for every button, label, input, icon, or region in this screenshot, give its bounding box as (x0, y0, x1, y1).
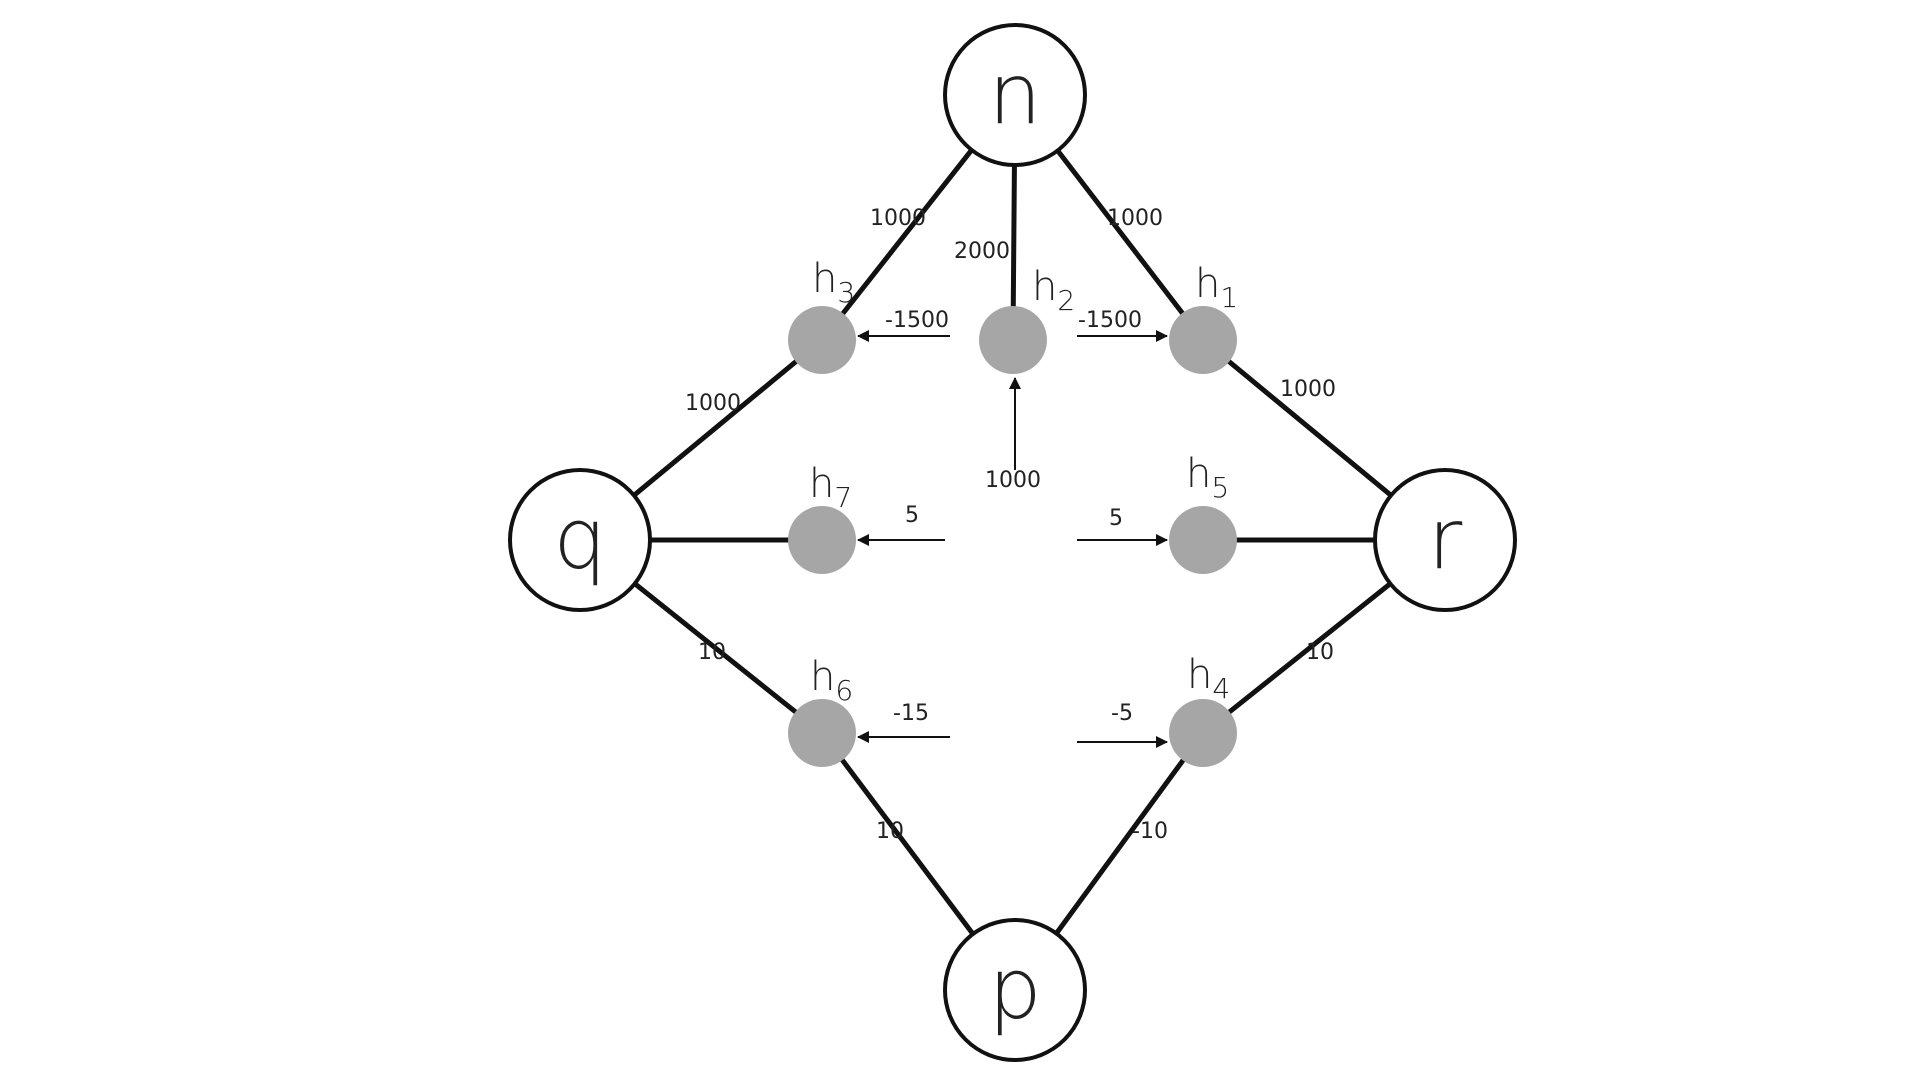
edge-weight-h4-p: -10 (1132, 819, 1168, 844)
edge-h1-r (1225, 357, 1397, 501)
hidden-node-label-h6: h6 (810, 654, 853, 707)
hidden-node-label-sub: 1 (1220, 281, 1238, 314)
hidden-node-h2 (979, 306, 1047, 374)
bias-value-h6: -15 (893, 701, 929, 726)
hidden-node-h7 (788, 506, 856, 574)
edge-h6-p (838, 756, 978, 940)
hidden-node-label-sub: 5 (1211, 471, 1229, 504)
hidden-node-label-h1: h1 (1195, 261, 1238, 314)
node-label-r: r (1428, 490, 1463, 588)
hidden-node-label-sub: 2 (1057, 284, 1075, 317)
edge-weight-n-h1: 1000 (1107, 206, 1163, 231)
hidden-node-label-sub: 6 (835, 674, 853, 707)
hidden-node-label-sub: 7 (834, 481, 852, 514)
node-q (508, 468, 652, 612)
hidden-node-label-base: h (1032, 264, 1057, 310)
edge-n-h1 (1052, 144, 1187, 318)
edge-weight-n-h2: 2000 (954, 239, 1010, 264)
bias-value-h4: -5 (1111, 701, 1133, 726)
hidden-node-label-h2: h2 (1032, 264, 1075, 317)
hidden-node-h4 (1169, 699, 1237, 767)
bias-layer (857, 330, 1168, 748)
bias-value-h3: -1500 (885, 308, 949, 333)
node-label-q: q (553, 490, 606, 588)
bias-value-h5: 5 (1109, 506, 1123, 531)
hidden-node-label-h7: h7 (809, 461, 852, 514)
edge-weight-n-h3: 1000 (870, 206, 926, 231)
edge-weight-h3-q: 1000 (685, 391, 741, 416)
hidden-node-label-base: h (809, 461, 834, 507)
edge-r-h4 (1225, 578, 1396, 716)
edge-weight-q-h6: 10 (698, 640, 726, 665)
hidden-node-label-h3: h3 (812, 256, 855, 309)
hidden-node-label-base: h (812, 256, 837, 302)
edge-q-h6 (629, 578, 800, 716)
edge-weight-r-h4: 10 (1306, 640, 1334, 665)
edge-weight-h6-p: 10 (876, 819, 904, 844)
hidden-node-h3 (788, 306, 856, 374)
hidden-node-label-base: h (1186, 451, 1211, 497)
edge-h4-p (1051, 756, 1187, 940)
nodes-layer (508, 23, 1517, 1062)
bias-value-h2: 1000 (985, 468, 1041, 493)
hidden-node-label-sub: 3 (837, 276, 855, 309)
bias-value-h1: -1500 (1078, 308, 1142, 333)
hidden-node-label-base: h (1187, 652, 1212, 698)
edge-weight-h1-r: 1000 (1280, 377, 1336, 402)
node-r (1373, 468, 1517, 612)
edge-n-h3 (839, 144, 977, 318)
edge-h3-q (628, 357, 800, 501)
node-label-p: p (988, 940, 1041, 1038)
hidden-node-label-base: h (1195, 261, 1220, 307)
hidden-node-h6 (788, 699, 856, 767)
edges-layer (628, 144, 1397, 940)
hidden-node-h5 (1169, 506, 1237, 574)
hidden-node-label-sub: 4 (1212, 672, 1230, 705)
edge-n-h2 (1010, 158, 1017, 311)
hidden-node-label-h5: h5 (1186, 451, 1229, 504)
hidden-node-h1 (1169, 306, 1237, 374)
node-p (943, 918, 1087, 1062)
node-n (943, 23, 1087, 167)
node-label-n: n (988, 45, 1041, 143)
bias-value-h7: 5 (905, 503, 919, 528)
hidden-node-label-h4: h4 (1187, 652, 1230, 705)
hidden-node-label-base: h (810, 654, 835, 700)
labels-layer: 1000 1000 2000 1000 1000 10 10 10 -10 -1500 -1500 1… (553, 45, 1462, 1038)
